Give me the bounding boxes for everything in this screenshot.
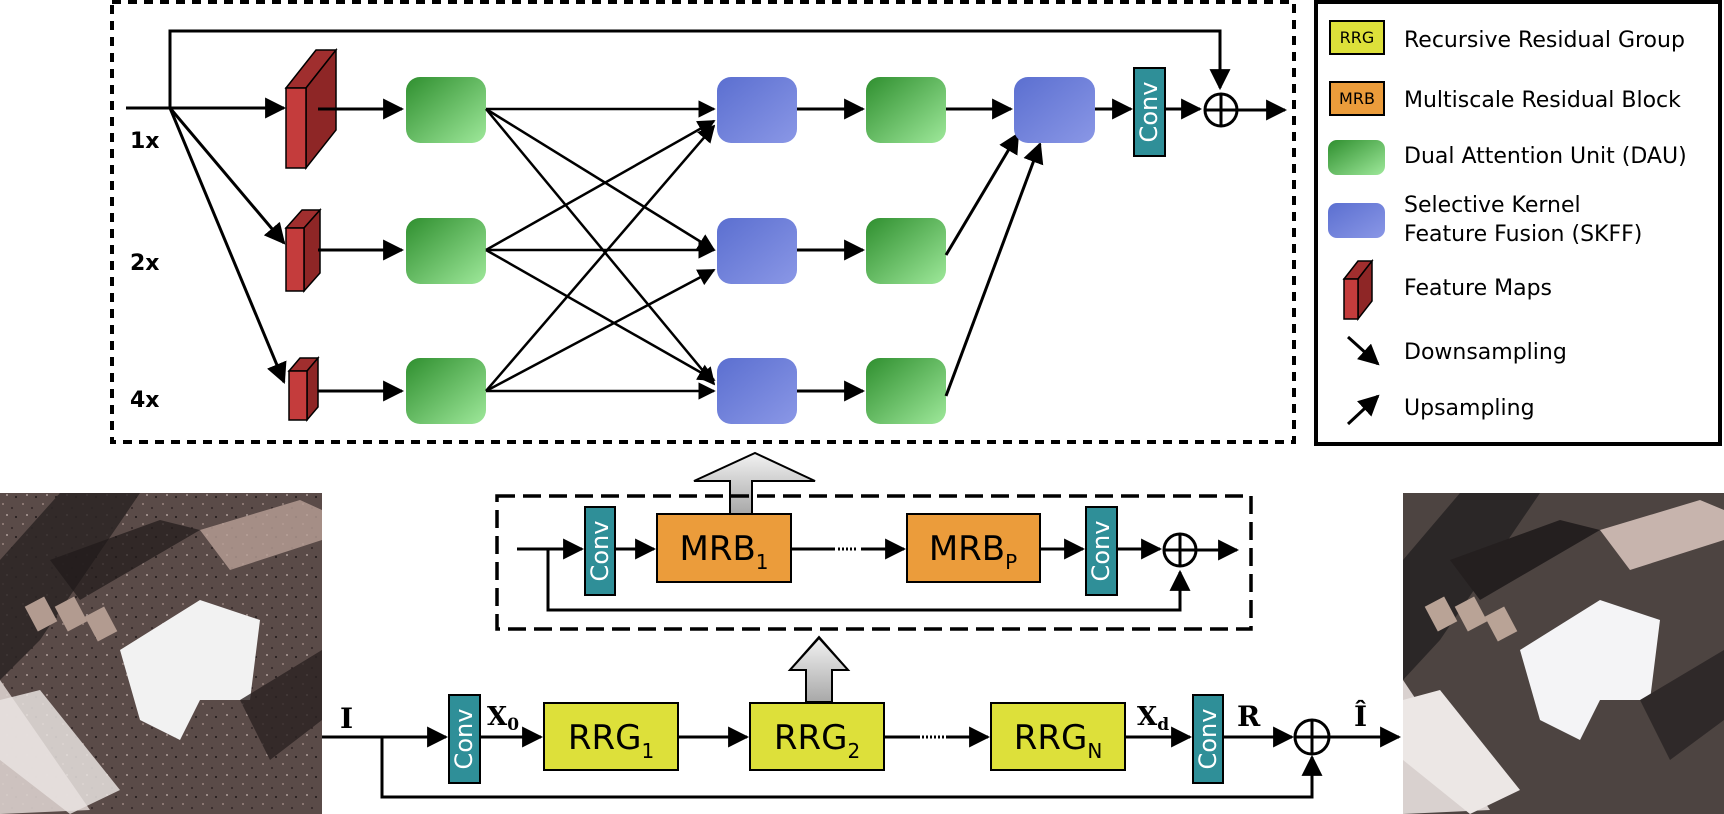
- legend-label-upsampling: Upsampling: [1404, 396, 1535, 421]
- rrg-chain: I Conv X0 RRG1 RRG2 RRGN Xd Conv R Î: [322, 694, 1402, 799]
- sum-node-final: [1293, 718, 1331, 756]
- legend-label-feature-maps: Feature Maps: [1404, 276, 1552, 301]
- output-label: Î: [1354, 700, 1367, 733]
- conv-block-mrb-chain-out: [1085, 506, 1118, 596]
- conv-label-input: Conv: [450, 709, 478, 770]
- mrb-block-first-label: MRB1: [679, 529, 768, 574]
- downsample-arrow-2x: [168, 107, 286, 245]
- conv-label-mrb-chain-out: Conv: [1087, 521, 1115, 582]
- legend-swatch-skff: [1328, 203, 1385, 238]
- legend-label-rrg: Recursive Residual Group: [1404, 28, 1685, 53]
- dau-2x-first: [406, 218, 486, 284]
- legend-label-dau: Dual Attention Unit (DAU): [1404, 144, 1687, 169]
- residual-label: R: [1237, 700, 1261, 733]
- skip-connection-arrow: [168, 29, 1231, 108]
- mrb-chain-border: [495, 494, 1253, 631]
- mrb-detail-panel: 1x 2x 4x: [110, 0, 1296, 444]
- legend-swatch-mrb-text: MRB: [1339, 89, 1375, 108]
- skff-1x: [717, 77, 797, 143]
- scale-label-4x: 4x: [130, 388, 160, 413]
- mrb-detail-border: [110, 0, 1296, 444]
- skff-4x: [717, 358, 797, 424]
- conv-block-mrb-chain-in: [584, 506, 616, 596]
- input-noisy-image: [0, 493, 322, 814]
- legend-swatch-rrg-text: RRG: [1340, 28, 1375, 47]
- conv-label-mrb-chain-in: Conv: [586, 521, 614, 582]
- mrb-block-last-label: MRBP: [929, 529, 1017, 574]
- feature-map-2x: [284, 208, 322, 293]
- legend-label-skff-line1: Selective Kernel: [1404, 193, 1581, 218]
- rrg-block-1-label: RRG1: [568, 718, 654, 763]
- conv-label-mrb-detail: Conv: [1135, 82, 1163, 143]
- legend-downsampling-icon: [1346, 335, 1380, 366]
- legend-swatch-dau: [1328, 140, 1385, 175]
- skff-final: [1014, 77, 1095, 143]
- scale-label-2x: 2x: [130, 251, 160, 276]
- dau-4x-second: [866, 358, 946, 424]
- rrg-block-n-label: RRGN: [1014, 718, 1103, 763]
- expand-arrow-rrg-body: [787, 636, 851, 703]
- skff-2x: [717, 218, 797, 284]
- dau-2x-second: [866, 218, 946, 284]
- dau-1x-first: [406, 77, 486, 143]
- xd-label: Xd: [1137, 702, 1169, 735]
- global-skip-arrow: [380, 737, 1323, 799]
- legend-swatch-mrb: [1329, 81, 1385, 116]
- dau-to-final-skff-4x: [944, 142, 1044, 397]
- sum-node-mrb-chain: [1162, 532, 1198, 568]
- legend-label-mrb: Multiscale Residual Block: [1404, 88, 1681, 113]
- input-label: I: [340, 702, 353, 735]
- mrb-chain-panel: Conv MRB1 MRBP Conv: [495, 494, 1253, 631]
- mrb-chain-skip-arrow: [546, 549, 1191, 612]
- cross-connections: [485, 100, 716, 400]
- scale-label-1x: 1x: [130, 129, 160, 154]
- sum-node-mrb-detail: [1203, 92, 1239, 128]
- legend-swatch-feature-maps: [1342, 258, 1374, 322]
- legend-swatch-rrg: [1329, 20, 1385, 55]
- dau-4x-first: [406, 358, 486, 424]
- mrb-block-last: [906, 513, 1041, 583]
- legend: RRG Recursive Residual Group MRB Multisc…: [1314, 0, 1722, 446]
- dau-1x-second: [866, 77, 946, 143]
- conv-block-output: [1192, 694, 1224, 784]
- dau-to-final-skff-2x: [944, 132, 1020, 256]
- rrg-block-2: [749, 702, 885, 771]
- conv-label-output: Conv: [1194, 709, 1222, 770]
- conv-block-mrb-detail: [1133, 67, 1166, 157]
- x0-label: X0: [487, 702, 519, 735]
- legend-upsampling-icon: [1346, 394, 1380, 426]
- legend-label-skff-line2: Feature Fusion (SKFF): [1404, 222, 1642, 247]
- legend-label-downsampling: Downsampling: [1404, 340, 1567, 365]
- feature-map-4x: [287, 355, 320, 423]
- conv-block-input: [448, 694, 481, 784]
- downsample-arrow-4x: [168, 107, 287, 384]
- rrg-block-n: [990, 702, 1126, 771]
- output-restored-image: [1403, 493, 1724, 814]
- expand-arrow-mrb: [693, 451, 816, 515]
- rrg-block-2-label: RRG2: [774, 718, 860, 763]
